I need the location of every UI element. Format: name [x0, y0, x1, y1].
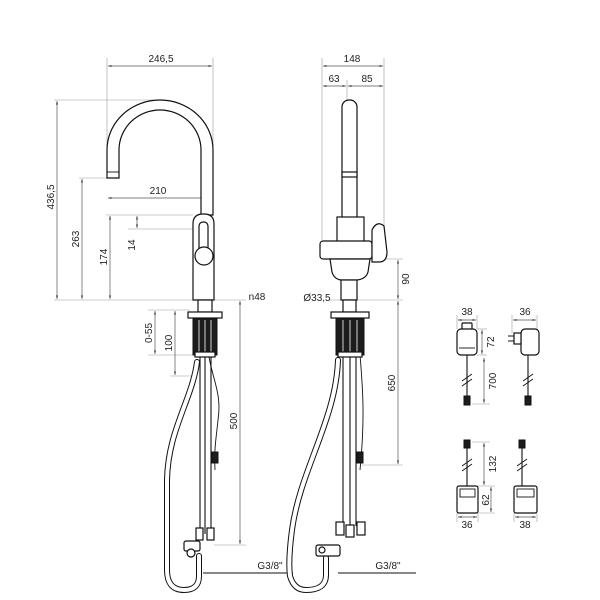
- battery-front-plug: [463, 439, 471, 449]
- side-thread-label: G3/8": [375, 561, 401, 572]
- battery-side-box: [513, 485, 538, 514]
- side-mounting-set: [330, 299, 370, 358]
- side-crossbar: [319, 240, 373, 260]
- front-thread-label: G3/8": [257, 561, 283, 572]
- side-dimension-lines: [323, 64, 416, 574]
- adapter-side-prongs: [508, 335, 514, 342]
- side-spout-band: [341, 171, 358, 178]
- adapter-dimension-lines: [458, 318, 536, 403]
- power-adapter-view: 38 36 72 700: [456, 307, 540, 406]
- adapter-height-label: 72: [486, 336, 497, 348]
- front-shank: [197, 299, 213, 313]
- battery-front-break-mark: [461, 458, 473, 472]
- battery-dimension-lines: [458, 443, 536, 519]
- side-lower-body: [329, 258, 371, 281]
- adapter-front-break-mark: [461, 373, 473, 387]
- front-supply-hoses: [199, 356, 220, 534]
- side-t-fitting-outlet: [318, 546, 326, 554]
- battery-width-front-label: 36: [461, 520, 473, 531]
- front-cable-connector: [211, 451, 219, 464]
- front-mounting-set: [187, 299, 223, 358]
- battery-side-lid: [516, 488, 535, 498]
- battery-cable-length-label: 132: [488, 455, 499, 472]
- side-cable-connector: [356, 451, 364, 464]
- side-fitting-nut-middle: [345, 524, 355, 538]
- front-spout-height-label: 263: [71, 230, 82, 247]
- side-depth-front-label: 63: [328, 74, 340, 85]
- front-deck-thickness-label: 0-55: [144, 323, 155, 343]
- battery-side-plug: [518, 439, 526, 449]
- side-upper-body: [336, 216, 365, 244]
- adapter-side-plug: [513, 332, 522, 345]
- adapter-front-body: [456, 328, 478, 356]
- adapter-front-cable-end: [463, 395, 471, 406]
- battery-extension-lines: [456, 441, 538, 522]
- side-lever-height-label: 90: [401, 273, 412, 285]
- front-overall-height-label: 436,5: [46, 184, 57, 209]
- battery-width-side-label: 38: [519, 520, 531, 531]
- front-shank-length-label: 100: [164, 334, 175, 351]
- front-handle-offset-label: 14: [127, 239, 138, 251]
- side-pull-out-hose: [286, 357, 341, 594]
- side-mounting-plate: [330, 311, 370, 319]
- side-base-diameter-label: Ø33,5: [303, 293, 331, 304]
- side-shank: [342, 299, 357, 313]
- adapter-width-front-label: 38: [461, 307, 473, 318]
- side-supply-hoses: [342, 354, 364, 530]
- side-view: 148 63 85 90 Ø33,5 650 G3/8": [286, 54, 416, 594]
- side-hose-fittings: [315, 521, 366, 557]
- side-mounting-nut: [337, 351, 363, 358]
- front-fitting-nut-right: [206, 527, 215, 541]
- side-fitting-nut-right: [356, 521, 366, 536]
- side-spout: [341, 99, 358, 223]
- side-fitting-nut-left: [335, 521, 345, 536]
- gooseneck-spout: [106, 99, 214, 216]
- front-body-height-label: 174: [99, 248, 110, 265]
- front-dimension-lines: [55, 64, 293, 574]
- front-view: 246,5 436,5 263 210 14 174 n48 0-55 100 …: [46, 54, 293, 594]
- side-depth-rear-label: 85: [361, 74, 373, 85]
- side-body-neck: [340, 279, 358, 301]
- front-hose-fittings: [183, 527, 215, 558]
- battery-box-view: 132 62 36 38: [456, 439, 538, 531]
- adapter-side-cable-end: [524, 395, 532, 406]
- front-pull-out-hose: [164, 359, 202, 594]
- battery-height-label: 62: [481, 494, 492, 506]
- front-overall-width-label: 246,5: [148, 54, 173, 65]
- side-pull-out-hose-label: 650: [387, 374, 398, 391]
- front-t-fitting-outlet: [186, 548, 196, 558]
- front-mounting-nut: [194, 351, 216, 358]
- front-mounting-plate: [187, 311, 223, 319]
- front-fitting-nut-left: [195, 527, 204, 541]
- adapter-cable-length-label: 700: [488, 372, 499, 389]
- adapter-extension-lines: [456, 315, 538, 405]
- front-spout-reach-label: 210: [150, 186, 167, 197]
- side-overall-depth-label: 148: [344, 54, 361, 65]
- adapter-width-side-label: 36: [519, 307, 531, 318]
- adapter-side-break-mark: [522, 373, 534, 387]
- battery-side-break-mark: [516, 458, 528, 472]
- battery-front-box: [456, 485, 479, 514]
- adapter-side-body: [520, 328, 540, 356]
- front-supply-hose-label: 500: [229, 412, 240, 429]
- battery-front-lid: [459, 488, 476, 498]
- handle-knob: [194, 246, 214, 266]
- front-mounting-hole-label: n48: [249, 292, 266, 303]
- side-handle-lever: [371, 223, 388, 263]
